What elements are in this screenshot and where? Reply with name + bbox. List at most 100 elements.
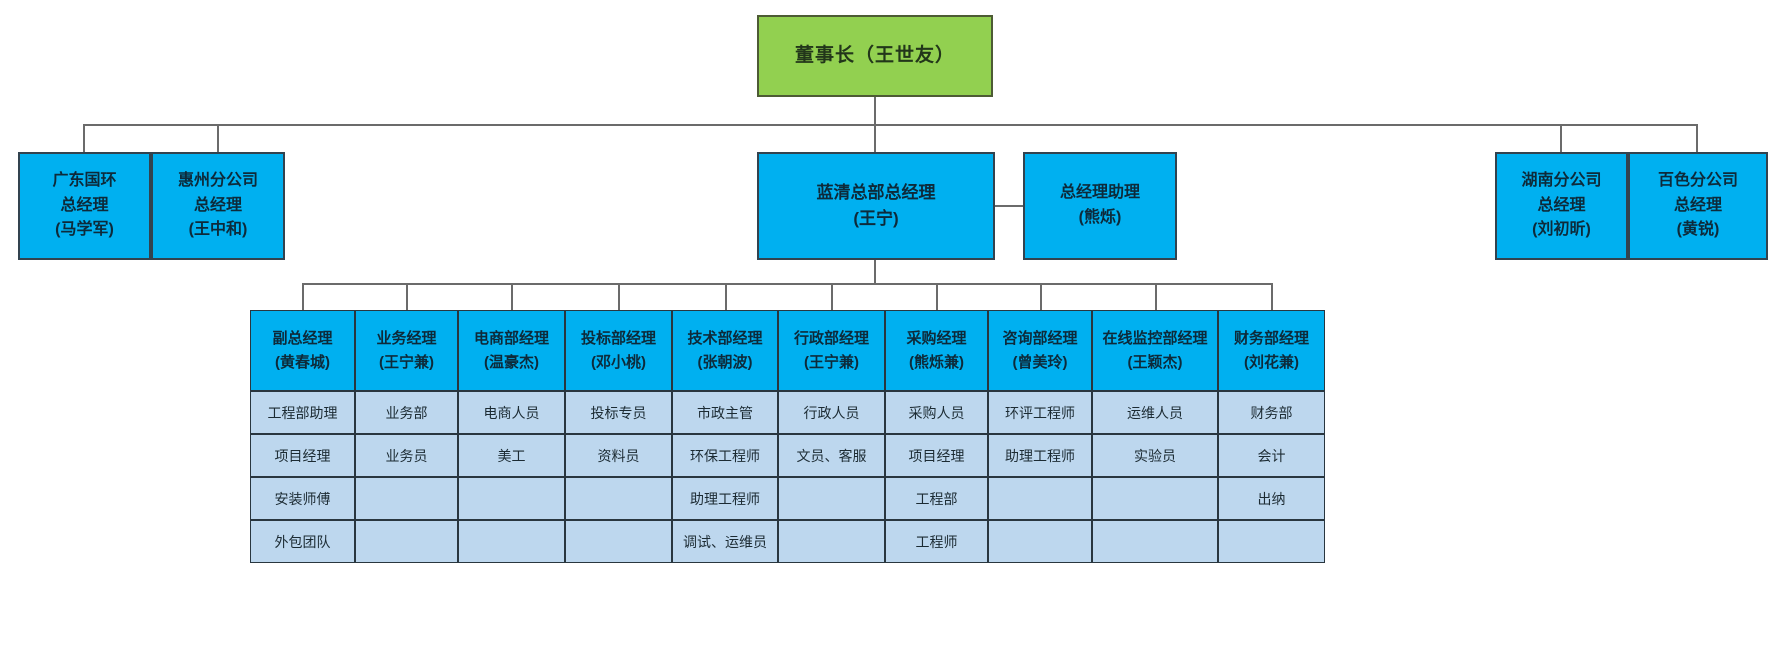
role-cell: 投标专员 <box>565 391 672 434</box>
department-column-bidding: 投标部经理 (邓小桃) 投标专员 资料员 <box>565 310 672 563</box>
role-cell: 外包团队 <box>250 520 355 563</box>
baise-branch-gm-box: 百色分公司 总经理 (黄锐) <box>1628 152 1768 260</box>
department-manager-name: (张朝波) <box>697 353 753 371</box>
connector-line <box>725 283 727 310</box>
role-cell <box>458 520 565 563</box>
connector-line <box>1560 124 1562 152</box>
role-cell: 工程部助理 <box>250 391 355 434</box>
department-manager-name: (温豪杰) <box>484 353 539 371</box>
role-cell: 资料员 <box>565 434 672 477</box>
role-cell: 财务部 <box>1218 391 1325 434</box>
role-cell: 项目经理 <box>885 434 988 477</box>
connector-line <box>83 124 85 152</box>
connector-line <box>618 283 620 310</box>
role-cell: 工程部 <box>885 477 988 520</box>
department-title: 行政部经理 <box>793 329 869 347</box>
department-column-ecommerce: 电商部经理 (温豪杰) 电商人员 美工 <box>458 310 565 563</box>
role-cell: 业务员 <box>355 434 458 477</box>
role-cell: 美工 <box>458 434 565 477</box>
gd-guohuan-gm-box: 广东国环 总经理 (马学军) <box>18 152 151 260</box>
role-cell: 文员、客服 <box>778 434 885 477</box>
hq-general-manager-box: 蓝清总部总经理 (王宁) <box>757 152 995 260</box>
department-column-business: 业务经理 (王宁兼) 业务部 业务员 <box>355 310 458 563</box>
role-cell: 出纳 <box>1218 477 1325 520</box>
department-column-consulting: 咨询部经理 (曾美玲) 环评工程师 助理工程师 <box>988 310 1092 563</box>
connector-line <box>936 283 938 310</box>
department-manager-name: (刘花兼) <box>1244 353 1299 371</box>
role-cell <box>565 477 672 520</box>
role-cell: 项目经理 <box>250 434 355 477</box>
department-title: 在线监控部经理 <box>1102 329 1208 347</box>
role-cell: 业务部 <box>355 391 458 434</box>
department-head: 副总经理 (黄春城) <box>250 310 355 391</box>
role-cell <box>988 520 1092 563</box>
department-column-online-monitoring: 在线监控部经理 (王颖杰) 运维人员 实验员 <box>1092 310 1218 563</box>
department-column-vice-gm: 副总经理 (黄春城) 工程部助理 项目经理 安装师傅 外包团队 <box>250 310 355 563</box>
department-title: 电商部经理 <box>473 329 549 347</box>
role-cell <box>458 477 565 520</box>
department-head: 技术部经理 (张朝波) <box>672 310 778 391</box>
role-cell: 市政主管 <box>672 391 778 434</box>
connector-line <box>302 283 304 310</box>
connector-line <box>1040 283 1042 310</box>
connector-line <box>1271 283 1273 310</box>
hunan-branch-gm-box: 湖南分公司 总经理 (刘初昕) <box>1495 152 1628 260</box>
department-column-administration: 行政部经理 (王宁兼) 行政人员 文员、客服 <box>778 310 885 563</box>
role-cell <box>778 520 885 563</box>
role-cell: 工程师 <box>885 520 988 563</box>
department-head: 财务部经理 (刘花兼) <box>1218 310 1325 391</box>
connector-line <box>1155 283 1157 310</box>
connector-line <box>217 124 219 152</box>
department-manager-name: (王宁兼) <box>379 353 434 371</box>
department-column-technology: 技术部经理 (张朝波) 市政主管 环保工程师 助理工程师 调试、运维员 <box>672 310 778 563</box>
department-column-finance: 财务部经理 (刘花兼) 财务部 会计 出纳 <box>1218 310 1325 563</box>
department-manager-name: (王宁兼) <box>804 353 859 371</box>
department-manager-name: (熊烁兼) <box>909 353 964 371</box>
connector-line <box>83 124 1698 126</box>
department-head: 在线监控部经理 (王颖杰) <box>1092 310 1218 391</box>
role-cell <box>355 520 458 563</box>
connector-line <box>874 97 876 126</box>
role-cell <box>988 477 1092 520</box>
role-cell: 实验员 <box>1092 434 1218 477</box>
department-head: 行政部经理 (王宁兼) <box>778 310 885 391</box>
department-title: 采购经理 <box>906 329 967 347</box>
connector-line <box>874 260 876 284</box>
department-manager-name: (王颖杰) <box>1127 353 1183 371</box>
department-head: 投标部经理 (邓小桃) <box>565 310 672 391</box>
department-head: 咨询部经理 (曾美玲) <box>988 310 1092 391</box>
role-cell: 电商人员 <box>458 391 565 434</box>
department-title: 财务部经理 <box>1233 329 1309 347</box>
connector-line <box>995 205 1023 207</box>
huizhou-branch-gm-box: 惠州分公司 总经理 (王中和) <box>151 152 285 260</box>
department-title: 副总经理 <box>272 329 333 347</box>
role-cell: 安装师傅 <box>250 477 355 520</box>
role-cell: 调试、运维员 <box>672 520 778 563</box>
role-cell <box>1092 520 1218 563</box>
department-column-procurement: 采购经理 (熊烁兼) 采购人员 项目经理 工程部 工程师 <box>885 310 988 563</box>
department-title: 业务经理 <box>376 329 437 347</box>
connector-line <box>511 283 513 310</box>
role-cell <box>778 477 885 520</box>
department-head: 采购经理 (熊烁兼) <box>885 310 988 391</box>
role-cell <box>565 520 672 563</box>
role-cell <box>355 477 458 520</box>
department-title: 投标部经理 <box>580 329 656 347</box>
role-cell: 会计 <box>1218 434 1325 477</box>
connector-line <box>302 283 1273 285</box>
role-cell: 采购人员 <box>885 391 988 434</box>
role-cell: 环评工程师 <box>988 391 1092 434</box>
role-cell: 助理工程师 <box>672 477 778 520</box>
connector-line <box>1696 124 1698 152</box>
department-title: 咨询部经理 <box>1002 329 1078 347</box>
connector-line <box>406 283 408 310</box>
department-manager-name: (曾美玲) <box>1012 353 1068 371</box>
connector-line <box>831 283 833 310</box>
role-cell: 助理工程师 <box>988 434 1092 477</box>
role-cell: 行政人员 <box>778 391 885 434</box>
role-cell: 环保工程师 <box>672 434 778 477</box>
role-cell <box>1092 477 1218 520</box>
department-head: 电商部经理 (温豪杰) <box>458 310 565 391</box>
chairman-box: 董事长（王世友） <box>757 15 993 97</box>
